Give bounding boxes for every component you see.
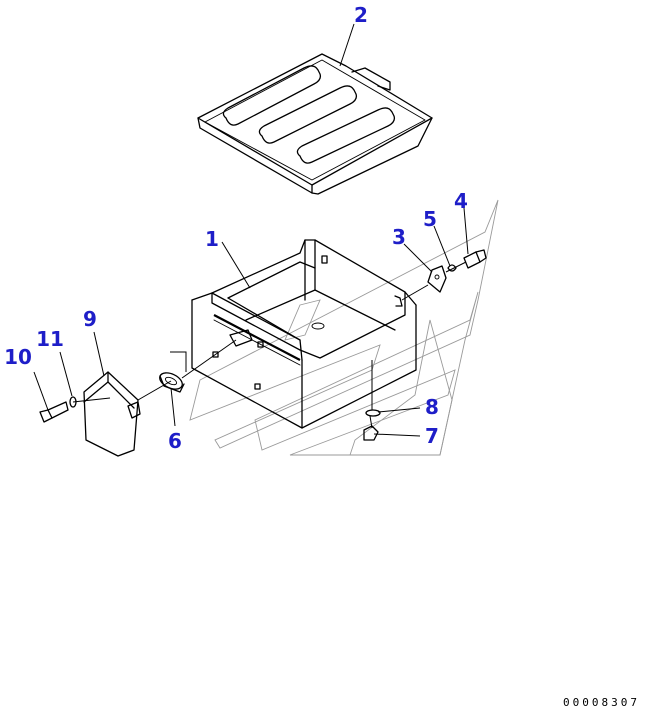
latch-assembly [427,249,487,293]
callout-6: 6 [168,429,182,453]
callout-11: 11 [36,327,64,351]
assembly-lines [72,261,467,429]
bolt-and-washer [39,396,77,423]
drawing-number: 00008307 [563,696,640,709]
callout-10: 10 [4,345,32,369]
callout-1: 1 [205,227,219,251]
callout-8: 8 [425,395,439,419]
callout-9: 9 [83,307,97,331]
callout-2: 2 [354,3,368,27]
cover-lid [197,53,433,195]
callout-4: 4 [454,189,468,213]
grommet [159,372,185,393]
callout-5: 5 [423,207,437,231]
callout-labels: 2 1 3 4 5 6 7 8 9 10 11 [4,3,468,453]
tray-box [191,239,417,429]
nut-and-washer [363,409,381,441]
callout-7: 7 [425,424,439,448]
bracket [83,371,141,457]
leader-lines [33,23,469,437]
callout-3: 3 [392,225,406,249]
